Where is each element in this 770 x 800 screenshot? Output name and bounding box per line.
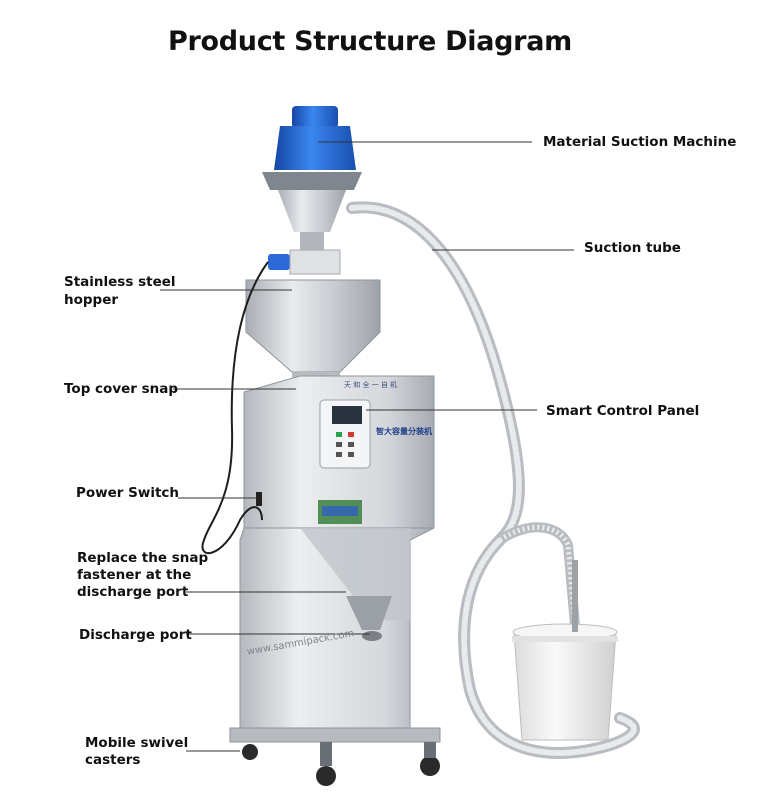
label-power-switch: Power Switch xyxy=(76,485,180,501)
panel-top-text: 天 和 全 一 自 机 xyxy=(344,381,398,389)
label-stainless-hopper-line1: Stainless steel xyxy=(64,274,176,290)
label-replace-snap-line1: Replace the snap xyxy=(77,550,209,566)
label-stainless-hopper-line2: hopper xyxy=(64,292,119,308)
label-replace-snap-line2: fastener at the xyxy=(77,567,192,583)
smart-control-panel xyxy=(318,399,371,524)
label-top-cover-snap: Top cover snap xyxy=(64,381,179,397)
material-suction-machine xyxy=(262,106,362,275)
label-casters-line2: casters xyxy=(85,752,141,768)
panel-brand-text: 智大容量分装机 xyxy=(376,427,432,436)
label-material-suction-machine: Material Suction Machine xyxy=(543,134,737,150)
label-suction-tube: Suction tube xyxy=(584,240,681,256)
collection-bucket xyxy=(512,560,618,741)
label-casters-line1: Mobile swivel xyxy=(85,735,189,751)
diagram-title: Product Structure Diagram xyxy=(168,26,572,57)
label-smart-control-panel: Smart Control Panel xyxy=(546,403,700,419)
leader-lines xyxy=(160,141,574,752)
label-replace-snap-line3: discharge port xyxy=(77,584,189,600)
suction-tube-hose xyxy=(346,201,640,759)
power-switch-knob xyxy=(256,492,262,506)
stainless-steel-hopper xyxy=(245,279,381,380)
mobile-swivel-casters xyxy=(242,742,440,786)
power-cable xyxy=(201,261,269,555)
label-discharge-port: Discharge port xyxy=(79,627,192,643)
